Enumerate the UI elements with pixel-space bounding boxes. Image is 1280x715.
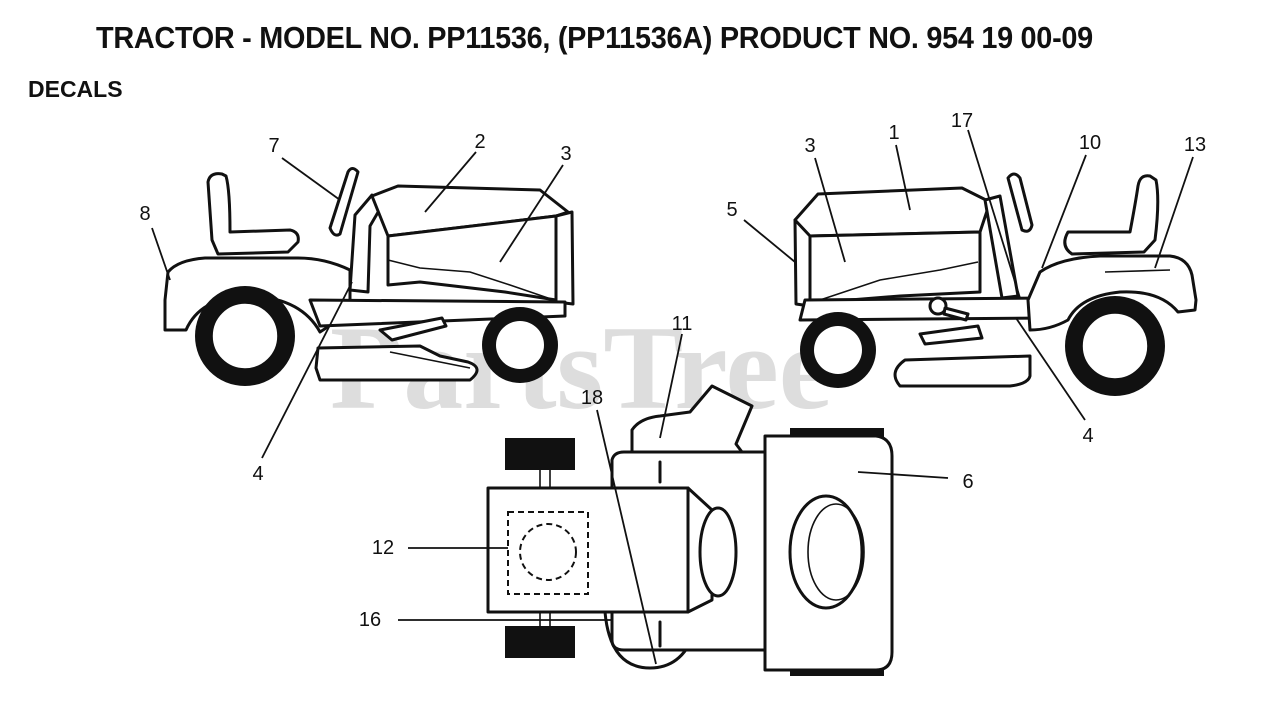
callout-6: 6 xyxy=(962,471,973,493)
seat-cushion-top xyxy=(698,506,738,598)
fender-decal-line xyxy=(1104,269,1171,273)
rear-fender-right xyxy=(1026,254,1198,332)
frame-rail xyxy=(308,298,567,328)
hood-side-line xyxy=(387,259,549,299)
right-rear-hub xyxy=(1082,313,1148,379)
decal-12-circle xyxy=(519,523,577,581)
mower-deck-right xyxy=(893,354,1032,388)
callout-2: 2 xyxy=(474,131,485,153)
rear-body-top xyxy=(486,486,690,614)
right-front-hub xyxy=(814,326,862,374)
front-grille xyxy=(554,210,575,306)
left-rear-hub xyxy=(212,303,278,369)
page-title: TRACTOR - MODEL NO. PP11536, (PP11536A) … xyxy=(96,20,1093,55)
callout-3-left: 3 xyxy=(560,143,571,165)
section-subtitle: DECALS xyxy=(28,76,123,102)
discharge-chute xyxy=(630,384,754,454)
rear-right-tread xyxy=(505,626,575,658)
axle-stubs xyxy=(539,470,551,626)
rear-left-tread xyxy=(505,438,575,470)
mower-deck-left xyxy=(314,344,479,382)
foot-pedal-lever xyxy=(378,316,448,342)
seat xyxy=(206,172,300,256)
left-front-hub xyxy=(496,321,544,369)
callout-18: 18 xyxy=(581,387,603,409)
hood-side-line-right xyxy=(819,261,979,301)
callout-1: 1 xyxy=(888,122,899,144)
foot-pedal-right xyxy=(918,324,984,346)
seat-right xyxy=(1063,174,1160,256)
callout-16: 16 xyxy=(359,609,381,631)
callout-4-left: 4 xyxy=(252,463,263,485)
leader-lines xyxy=(151,129,1194,665)
callout-5: 5 xyxy=(726,199,737,221)
callout-10: 10 xyxy=(1079,132,1101,154)
hood-emblem xyxy=(788,494,864,610)
callout-4-right: 4 xyxy=(1082,425,1093,447)
callout-17: 17 xyxy=(951,110,973,132)
callout-11: 11 xyxy=(672,313,693,335)
steering-wheel xyxy=(328,167,360,237)
callout-numbers: 8 7 2 3 4 5 3 1 17 10 13 4 11 18 6 12 16 xyxy=(139,110,1206,631)
callout-7: 7 xyxy=(268,135,279,157)
deck-line xyxy=(389,351,471,369)
hood-top-right xyxy=(793,186,992,238)
callout-13: 13 xyxy=(1184,134,1206,156)
top-view xyxy=(486,384,894,676)
callout-12: 12 xyxy=(372,537,394,559)
ignition-key-icon xyxy=(928,296,970,322)
right-side-view xyxy=(793,172,1198,396)
decal-12-panel xyxy=(507,511,589,595)
callout-3-right: 3 xyxy=(804,135,815,157)
left-side-view xyxy=(163,167,575,386)
steering-column-right xyxy=(983,194,1020,300)
steering-wheel-right xyxy=(1006,172,1034,233)
callout-8: 8 xyxy=(139,203,150,225)
